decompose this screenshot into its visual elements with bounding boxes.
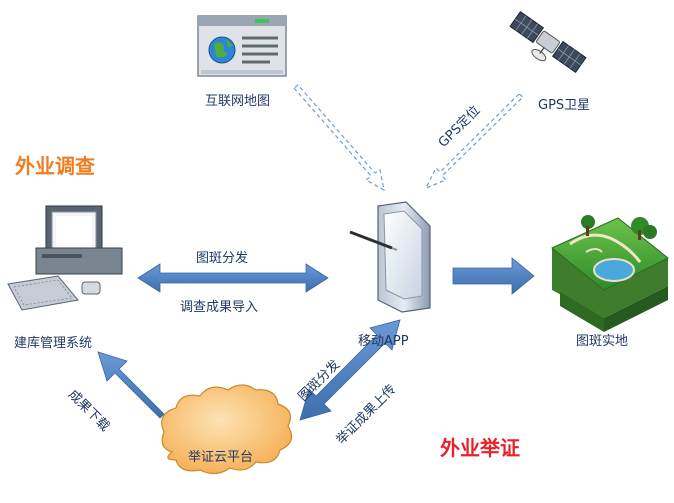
parcel-dispatch-label: 图斑分发: [196, 251, 249, 266]
gps-satellite-icon: [509, 10, 587, 74]
arrow-cloud-to-system: [97, 351, 165, 419]
cloud-platform-label: 举证云平台: [188, 450, 254, 465]
db-system-label: 建库管理系统: [14, 336, 93, 351]
mobile-app-label: 移动APP: [358, 334, 409, 349]
dashed-arrow-map-to-app: [293, 84, 385, 192]
double-arrow-cloud-app: [299, 319, 401, 421]
arrow-app-to-field: [452, 257, 535, 295]
mobile-app-icon: [349, 201, 431, 313]
parcel-field-label: 图斑实地: [576, 334, 629, 349]
survey-import-label: 调查成果导入: [180, 300, 259, 315]
heading-field-proof: 外业举证: [440, 436, 520, 460]
desktop-computer-icon: [7, 205, 123, 311]
cloud-platform-icon: [161, 384, 293, 475]
double-arrow-system-app: [137, 263, 329, 293]
internet-map-label: 互联网地图: [205, 94, 271, 109]
internet-map-icon: [197, 15, 287, 77]
gps-satellite-label: GPS卫星: [538, 98, 591, 113]
parcel-field-icon: [551, 215, 669, 332]
dashed-arrow-gps-to-app: [424, 93, 524, 190]
heading-field-survey: 外业调查: [15, 154, 95, 178]
